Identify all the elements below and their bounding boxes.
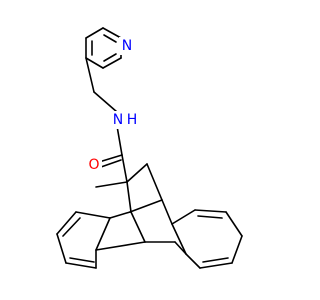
bond (100, 159, 122, 168)
amide-nh: N H (111, 111, 141, 129)
bond (197, 215, 223, 219)
bond (174, 241, 187, 255)
bond (95, 217, 111, 251)
bond (121, 154, 128, 183)
bond (171, 209, 196, 225)
bond (161, 199, 173, 225)
pyridine-nitrogen: N (119, 37, 135, 55)
molecule-svg: N N H O (56, 27, 243, 269)
bond (231, 235, 243, 264)
bond (93, 91, 118, 113)
bond (56, 211, 77, 235)
atom-label-n: N (113, 112, 123, 128)
bond (102, 57, 122, 69)
bond (116, 125, 123, 156)
bond (225, 211, 243, 237)
bond (202, 257, 229, 263)
bond (85, 27, 104, 39)
atom-label-o: O (88, 157, 99, 173)
molecule-diagram: N N H O (56, 27, 243, 269)
atom-label-h: H (127, 112, 138, 128)
bond (185, 253, 201, 269)
bond (75, 211, 111, 219)
bond (98, 154, 123, 163)
bond (126, 163, 148, 183)
bond (103, 53, 117, 62)
bond (65, 262, 97, 269)
bonds-layer (56, 27, 243, 269)
bond (194, 209, 227, 213)
bond (171, 223, 187, 255)
bond (62, 217, 81, 237)
bond (95, 241, 146, 251)
bond (85, 57, 95, 93)
carbonyl-oxygen: O (86, 156, 102, 174)
bond (146, 163, 163, 201)
bond (126, 181, 132, 213)
bond (69, 257, 95, 263)
bond (85, 57, 104, 69)
bond (129, 199, 163, 213)
bond (103, 34, 117, 43)
bond (199, 262, 233, 269)
bond (56, 233, 67, 264)
bond (102, 27, 122, 39)
bond (109, 211, 131, 219)
bond (130, 211, 146, 243)
atom-label-n: N (122, 38, 132, 54)
bond (95, 181, 128, 188)
